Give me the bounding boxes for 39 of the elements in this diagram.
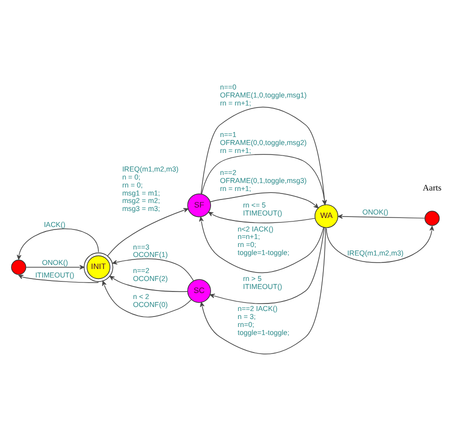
edge-label: IREQ(m1,m2,m3) — [347, 248, 404, 258]
edge-label: ITIMEOUT() — [35, 270, 74, 279]
edge-label: n==2 IACK() n = 3; rn=0; toggle=1-toggle; — [238, 304, 290, 336]
edge-label: n < 2 OCONF(0) — [132, 291, 168, 308]
arrow — [102, 280, 192, 317]
edge-label: IACK() — [44, 219, 66, 228]
arrow — [200, 106, 327, 204]
arrow — [16, 228, 99, 260]
edge-label: n<2 IACK() n=n+1; rn =0; toggle=1-toggle; — [238, 224, 290, 257]
edge-label: n==3 OCONF(1) — [132, 242, 168, 259]
edge-label: ONOK() — [362, 207, 388, 216]
edge-label: IREQ(m1,m2,m3) n = 0; rn = 0; msg1 = m1; msg2 = m2; msg3 = m3; — [122, 164, 179, 213]
edge-label: n==0 OFRAME(1,0,toggle,msg1) rn = rn+1; — [220, 82, 307, 107]
arrow — [109, 275, 188, 292]
edge-label: rn > 5 ITIMEOUT() — [243, 273, 282, 290]
arrow — [326, 225, 434, 262]
node-circle: SC — [187, 278, 212, 302]
node-circle — [424, 210, 440, 226]
arrow — [210, 226, 325, 304]
node-circle: INIT — [84, 252, 114, 282]
edge-label: rn <= 5 ITIMEOUT() — [243, 200, 282, 217]
arrow — [338, 214, 426, 218]
arrow — [201, 154, 327, 204]
edge-label: n==2 OFRAME(0,1,toggle,msg3) rn = rn+1; — [220, 168, 307, 193]
label: Aarts — [422, 182, 442, 192]
arrow — [208, 211, 316, 223]
edge-label: n==2 OCONF(2) — [132, 265, 168, 282]
node-circle — [11, 259, 26, 274]
arrow — [112, 258, 194, 281]
arrow — [26, 264, 84, 270]
edge-label: n==1 OFRAME(0,0,toggle,msg2) rn = rn+1; — [220, 130, 307, 154]
arrow — [210, 192, 319, 208]
arrow — [200, 226, 326, 354]
node-circle: WA — [314, 204, 338, 228]
arrow — [199, 216, 324, 273]
arrow — [107, 208, 188, 256]
arrow — [18, 274, 99, 283]
node-circle: SF — [187, 193, 212, 217]
edge-label: ONOK() — [42, 258, 68, 267]
